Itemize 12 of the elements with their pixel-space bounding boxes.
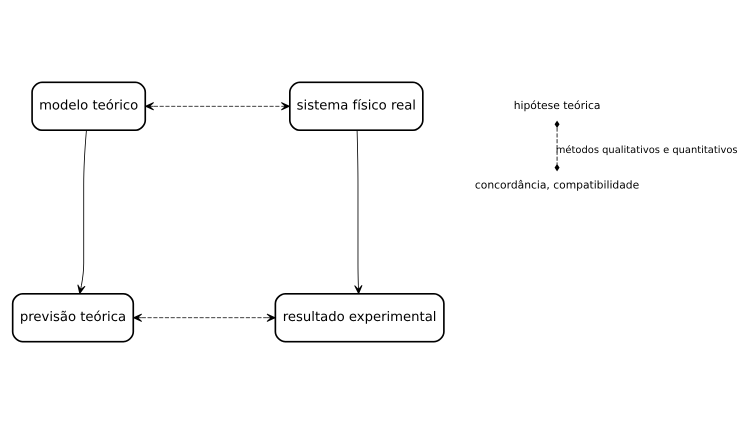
node-box: sistema físico real [289,80,424,131]
arrow [354,130,362,294]
arrow [133,313,276,322]
node-box: previsão teórica [12,292,134,342]
edge-label: métodos qualitativos e quantitativos [556,144,738,156]
node-text: concordância, compatibilidade [474,178,640,191]
node-text: hipótese teórica [514,98,600,112]
node-box: modelo teórico [31,80,146,131]
node-box: resultado experimental [274,292,445,342]
arrow [144,102,290,110]
connector [554,120,560,171]
arrow [77,130,87,294]
